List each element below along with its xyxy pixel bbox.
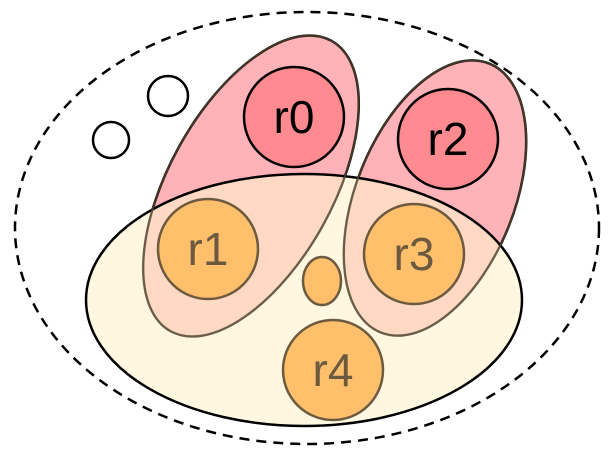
node-r1-circle: [156, 197, 260, 301]
node-r1-label: r1: [188, 223, 229, 275]
empty-circle-a: [146, 74, 190, 118]
node-r0-label: r0: [274, 91, 315, 143]
node-r1: r1: [156, 197, 260, 301]
empty-circle-b: [91, 120, 131, 160]
node-r3: r3: [362, 202, 466, 306]
small-orange-oval: [301, 255, 343, 307]
node-r0: r0: [242, 65, 346, 169]
node-r2-label: r2: [428, 113, 469, 165]
node-r3-circle: [362, 202, 466, 306]
outer-dashed-ellipse: [13, 10, 601, 446]
node-r3-label: r3: [394, 228, 435, 280]
pink-ellipse-left-outline: [142, 34, 360, 338]
node-r4: r4: [281, 318, 385, 422]
node-r4-label: r4: [313, 344, 354, 396]
node-r2: r2: [396, 87, 500, 191]
node-r4-circle: [281, 318, 385, 422]
node-r2-circle: [396, 87, 500, 191]
node-r0-circle: [242, 65, 346, 169]
pink-ellipse-right-outline: [342, 59, 528, 337]
